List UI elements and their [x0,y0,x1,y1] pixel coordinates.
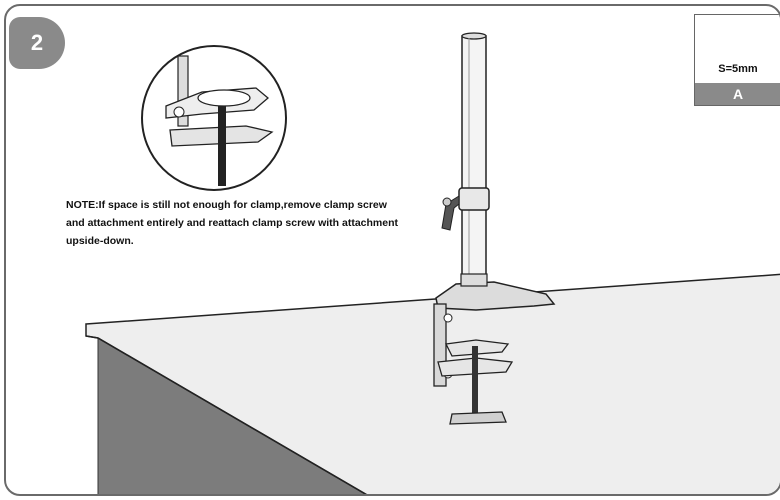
detail-magnified-view [141,45,287,191]
note-text: NOTE:If space is still not enough for cl… [66,199,399,247]
instruction-panel: 2 NOTE:If space is still not enough for … [4,4,780,496]
tool-size-label: S=5mm [718,63,758,75]
step-number-badge: 2 [9,17,65,69]
tool-callout: S=5mm A [694,14,780,106]
monitor-pole [441,32,490,287]
illustration [85,31,780,494]
tool-letter-label: A [695,83,780,105]
clamp [433,273,556,425]
